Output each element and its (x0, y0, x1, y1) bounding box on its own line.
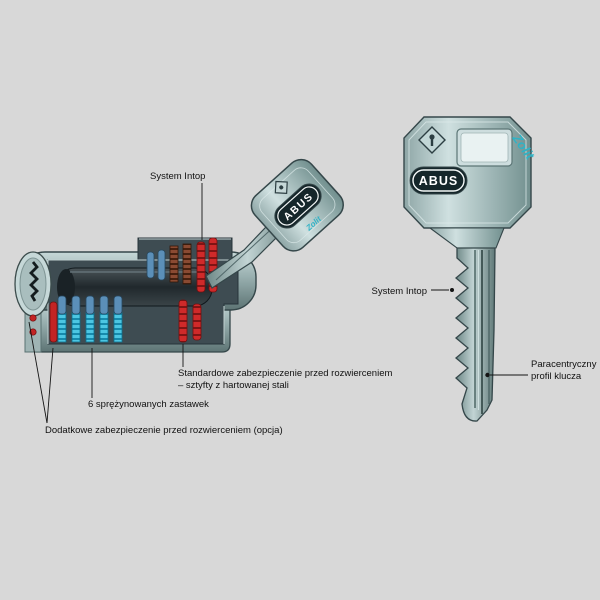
label-standard-protection-line2: – sztyfty z hartowanej stali (178, 380, 289, 391)
spring-tumblers (57, 295, 123, 343)
pointer-additional-protection-b (46, 347, 54, 424)
spring (99, 311, 109, 343)
key-brand-badge (409, 166, 468, 195)
label-paracentric-line2: profil klucza (531, 371, 582, 382)
pin-blue (71, 295, 81, 315)
key-head-window-inner (460, 132, 509, 163)
label-additional-protection: Dodatkowe zabezpieczenie przed rozwierce… (45, 425, 283, 436)
label-system-intop-right: System Intop (372, 286, 427, 297)
key-diamond-mark-stem (430, 139, 434, 146)
key-brand-badge-ring (412, 169, 465, 192)
pin-blue (157, 249, 166, 281)
label-standard-protection-line1: Standardowe zabezpieczenie przed rozwier… (178, 368, 392, 379)
key-shoulder (428, 227, 505, 249)
keyway-profile (29, 261, 39, 302)
label-paracentric-line1: Paracentryczny (531, 359, 597, 370)
spring (71, 311, 81, 343)
pointer-additional-protection-a (28, 321, 48, 424)
pointer-dot-system-intop (450, 288, 454, 292)
annotations: System Intop Standardowe zabezpieczenie … (28, 171, 597, 436)
spring (57, 311, 67, 343)
front-anti-drill-pin (29, 314, 37, 322)
pin-red-optional (49, 301, 58, 343)
cylinder-front-face (14, 251, 52, 353)
bow-brand-badge-ring (277, 186, 319, 226)
bow-diamond-mark (279, 185, 284, 190)
pin-red (178, 299, 188, 343)
pin-blue (99, 295, 109, 315)
cylinder-illustration: ABUS Zolit (14, 158, 344, 353)
pin-blue (57, 295, 67, 315)
key-diamond-mark (429, 134, 435, 140)
pin-red (192, 303, 202, 341)
pin-blue (146, 251, 155, 279)
label-spring-tumblers: 6 sprężynowanych zastawek (88, 399, 209, 410)
spring (113, 311, 123, 343)
pin-blue (85, 295, 95, 315)
key-illustration: ABUS Zolit (403, 116, 538, 422)
label-system-intop-left: System Intop (150, 171, 205, 182)
key-head-inner-line (408, 121, 527, 224)
inserted-key-bow: ABUS Zolit (250, 158, 344, 252)
pointer-dot-paracentric (485, 372, 490, 378)
pin-blue (113, 295, 123, 315)
key-blade-grooves (474, 250, 490, 414)
key-brand-text: ABUS (419, 174, 458, 188)
bow-brand-badge (274, 183, 322, 229)
spring (85, 311, 95, 343)
spring-brown (182, 243, 192, 285)
spring-brown (169, 245, 179, 283)
anti-drill-pins-lower (49, 299, 202, 343)
pin-red (196, 241, 206, 293)
